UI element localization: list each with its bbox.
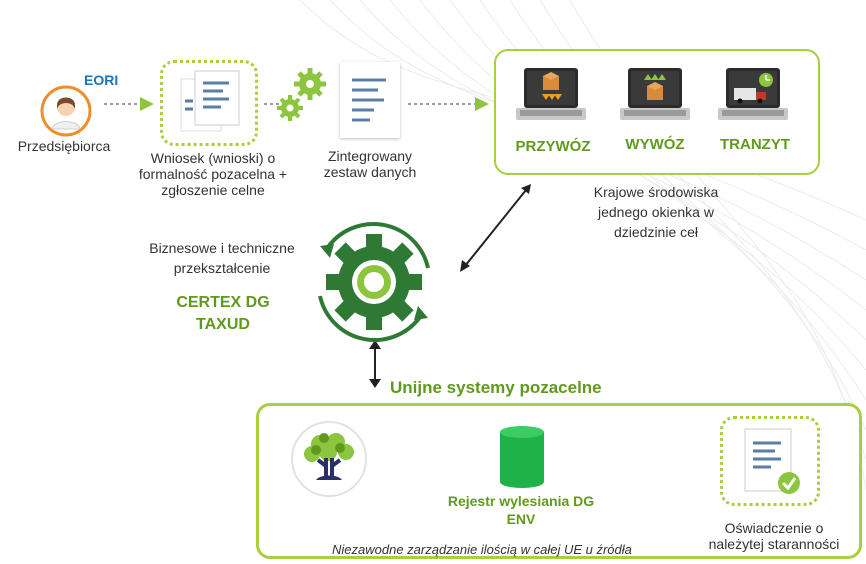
transit-label: TRANZYT (720, 136, 790, 153)
actor-avatar (40, 85, 92, 137)
database-icon (500, 426, 544, 488)
certex-label: CERTEX DG TAXUD (176, 294, 270, 333)
eu-systems-footer: Niezawodne zarządzanie ilością w całej U… (332, 542, 632, 557)
certex-gear-icon (318, 222, 430, 342)
register-label: Rejestr wylesiania DG ENV (447, 493, 595, 527)
national-envs-caption: Krajowe środowiska jednego okienka w dzi… (593, 184, 719, 240)
dataset-label: Zintegrowany zestaw danych (323, 148, 417, 180)
export-laptop-icon (620, 68, 690, 120)
application-docs-box (160, 60, 258, 146)
eori-label: EORI (84, 72, 119, 88)
application-label: Wniosek (wnioski) o formalność pozacelna… (138, 150, 288, 198)
dataset-doc (340, 62, 400, 138)
import-laptop-icon (516, 68, 586, 120)
tree-icon (291, 421, 367, 497)
eu-systems-title: Unijne systemy pozacelne (390, 378, 602, 397)
transform-label: Biznesowe i techniczne przekształcenie (149, 240, 295, 276)
transit-laptop-icon (718, 68, 788, 120)
gears-icon (277, 68, 326, 121)
document-icon (180, 70, 240, 132)
exports-label: WYWÓZ (625, 136, 685, 153)
statement-doc-box (720, 416, 820, 506)
document-check-icon (744, 428, 800, 494)
actor-label: Przedsiębiorca (17, 138, 111, 154)
statement-label: Oświadczenie o należytej staranności (708, 520, 840, 552)
imports-label: PRZYWÓZ (515, 138, 591, 155)
